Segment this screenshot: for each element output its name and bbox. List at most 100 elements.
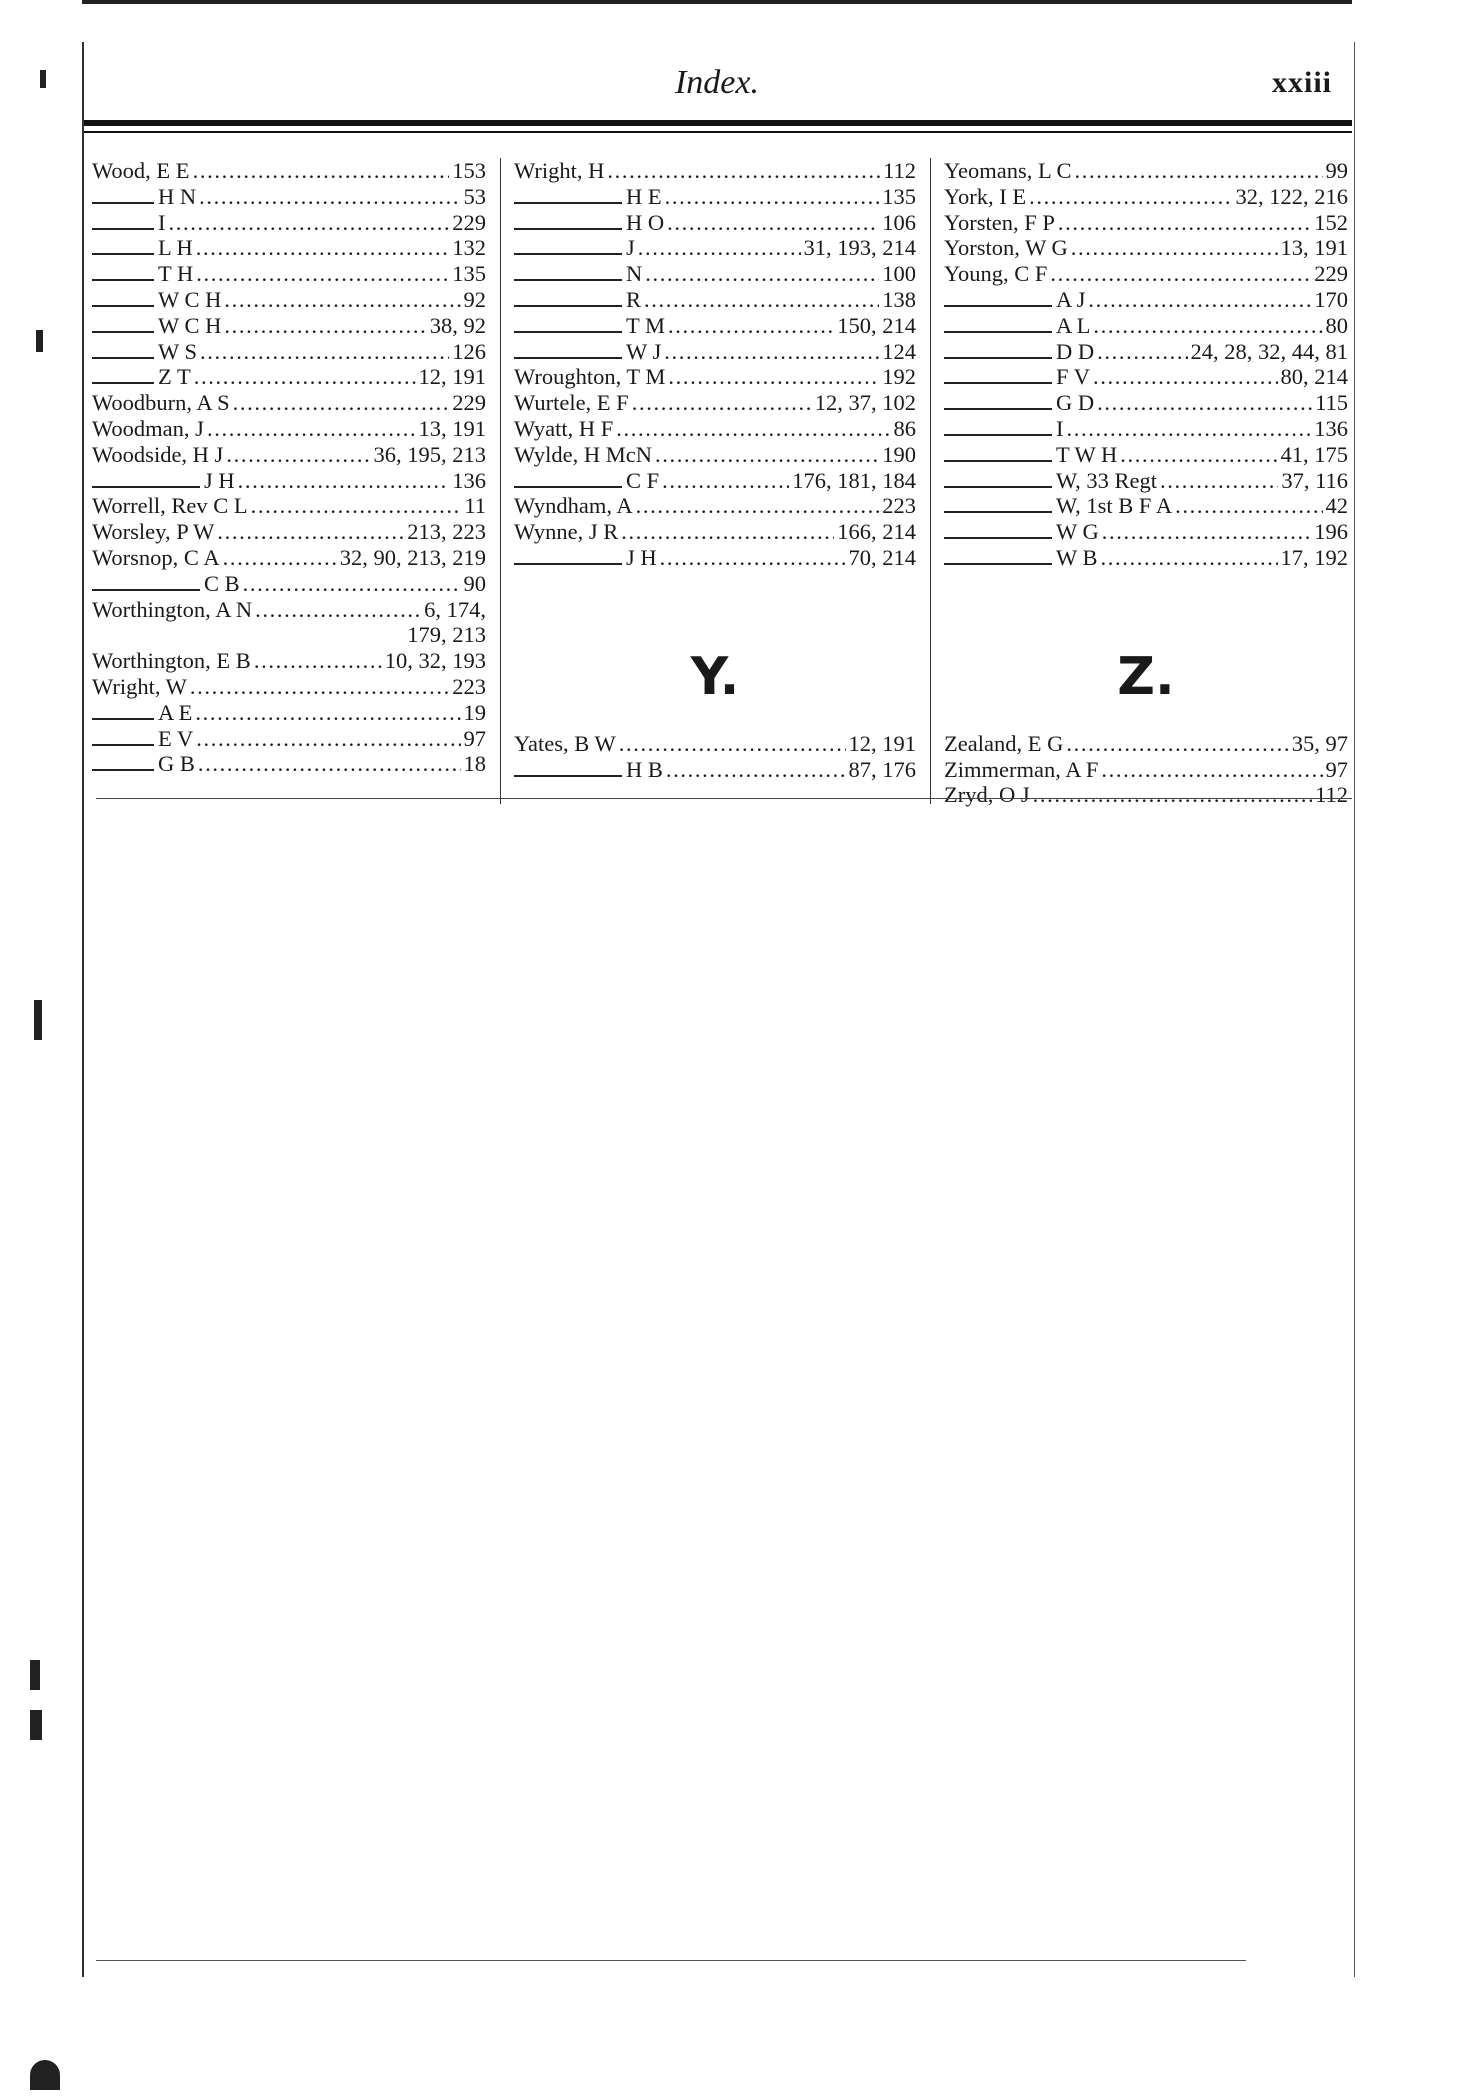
entry-pages: 124 [882, 338, 916, 364]
entry-pages: 12, 37, 102 [814, 390, 916, 416]
index-entry: G B 18 [92, 751, 486, 777]
entry-name: T W H [1056, 441, 1118, 467]
dot-leader [666, 757, 846, 783]
entry-pages: 190 [882, 441, 916, 467]
dot-leader [1067, 416, 1312, 442]
ditto-dash [944, 550, 1052, 565]
entry-name: W J [626, 338, 662, 364]
entry-pages: 100 [882, 261, 916, 287]
dot-leader [636, 493, 880, 519]
dot-leader [632, 390, 812, 416]
entry-name: Worsley, P W [92, 519, 215, 545]
index-entry: H O106 [514, 210, 916, 236]
index-entry: R138 [514, 287, 916, 313]
dot-leader [619, 731, 846, 757]
entry-name: Zimmerman, A F [944, 756, 1099, 782]
dot-leader [1066, 731, 1288, 757]
page-number: xxiii [1271, 66, 1332, 99]
entry-name: A J [1056, 286, 1086, 312]
entry-name: Wright, W [92, 673, 187, 699]
entry-pages: 126 [452, 338, 486, 364]
index-entry: Zimmerman, A F97 [944, 757, 1348, 783]
index-entry: J31, 193, 214 [514, 235, 916, 261]
entry-pages: 176, 181, 184 [792, 467, 916, 493]
entry-pages: 152 [1314, 209, 1348, 235]
entry-name: Wright, H [514, 158, 605, 183]
ditto-dash [92, 731, 154, 746]
dot-leader [251, 493, 462, 519]
index-entry: H N53 [92, 184, 486, 210]
index-entry: J H136 [92, 468, 486, 494]
entry-name: Worthington, E B [92, 648, 251, 674]
index-entry: Wood, E E153 [92, 158, 486, 184]
index-entry: I229 [92, 210, 486, 236]
dot-leader [1071, 235, 1278, 261]
entry-pages: 136 [1314, 415, 1348, 441]
index-entry: Worrell, Rev C L11 [92, 493, 486, 519]
dot-leader [1120, 442, 1277, 468]
section-letter: Y. [690, 646, 740, 707]
dot-leader [1050, 261, 1311, 287]
ditto-dash [944, 498, 1052, 514]
ditto-dash [92, 292, 154, 307]
index-entry: York, I E32, 122, 216 [944, 184, 1348, 210]
page-header: Index. xxiii [82, 58, 1352, 108]
entry-name: L H [158, 235, 193, 261]
entry-pages: 150, 214 [837, 312, 916, 338]
index-entry: Wyatt, H F86 [514, 416, 916, 442]
entry-pages: 38, 92 [429, 312, 486, 338]
entry-name: C B [204, 570, 240, 596]
ditto-dash [514, 292, 622, 307]
page-title: Index. [674, 64, 759, 101]
dot-leader [1058, 210, 1311, 236]
entry-pages: 166, 214 [837, 519, 916, 545]
entry-name: Woodside, H J [92, 441, 224, 467]
dot-leader [1075, 158, 1323, 184]
index-entry: Yeomans, L C99 [944, 158, 1348, 184]
entry-pages: 179, 213 [407, 622, 486, 648]
entry-pages: 12, 191 [848, 730, 917, 756]
entry-pages: 112 [1315, 782, 1348, 808]
dot-leader [1033, 782, 1312, 808]
binding-mark [40, 70, 46, 88]
index-entry: Wylde, H McN190 [514, 442, 916, 468]
index-entry: F V80, 214 [944, 364, 1348, 390]
entry-pages: 229 [452, 390, 486, 416]
entry-name: H B [626, 756, 663, 782]
entry-pages: 42 [1325, 493, 1349, 519]
column-divider [930, 158, 931, 804]
index-entry: W, 33 Regt37, 116 [944, 468, 1348, 494]
entry-pages: 112 [883, 158, 916, 183]
index-entry: T H135 [92, 261, 486, 287]
entry-name: F V [1056, 364, 1090, 390]
entry-name: W S [158, 338, 197, 364]
dot-leader [169, 210, 450, 236]
entry-pages: 18 [463, 751, 487, 777]
dot-leader [199, 184, 460, 210]
dot-leader [660, 545, 846, 571]
dot-leader [1097, 339, 1187, 365]
dot-leader [195, 700, 460, 726]
entry-pages: 12, 191 [418, 364, 487, 390]
entry-pages: 136 [452, 467, 486, 493]
ditto-dash [514, 189, 622, 204]
entry-pages: 31, 193, 214 [803, 235, 917, 261]
entry-name: G B [158, 751, 195, 777]
entry-pages: 115 [1315, 390, 1348, 416]
entry-pages: 223 [882, 493, 916, 519]
dot-leader [667, 210, 879, 236]
binding-mark [36, 330, 43, 352]
index-entry: C B90 [92, 571, 486, 597]
index-entry: L H132 [92, 235, 486, 261]
entry-pages: 19 [463, 699, 487, 725]
entry-pages: 35, 97 [1291, 730, 1348, 756]
ditto-dash [92, 344, 154, 359]
ditto-dash [92, 473, 200, 488]
ditto-dash [944, 395, 1052, 411]
dot-leader [233, 390, 450, 416]
entry-name: A E [158, 699, 193, 725]
entry-pages: 153 [452, 158, 486, 183]
entry-name: W, 1st B F A [1056, 493, 1173, 519]
entry-pages: 99 [1325, 158, 1349, 183]
index-column-1: Wood, E E153H N53I229L H132T H135W C H92… [92, 158, 486, 777]
